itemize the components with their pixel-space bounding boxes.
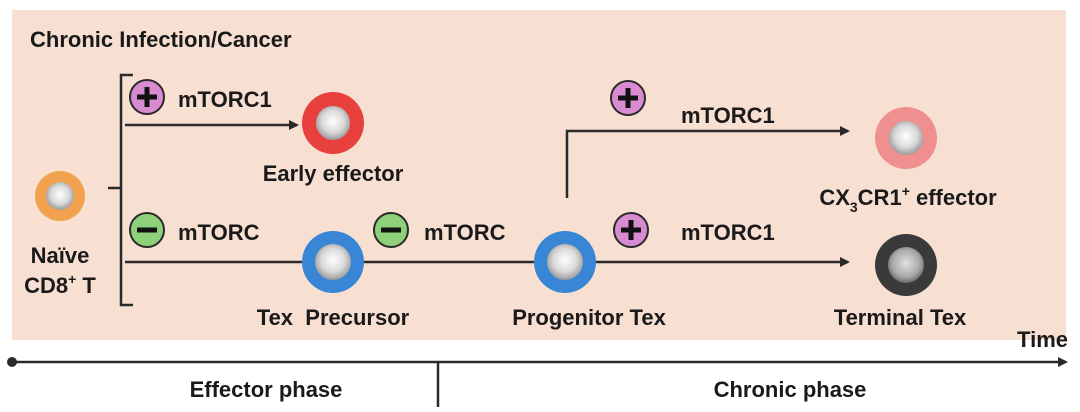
naive-label-cd8: CD8+ T: [24, 271, 96, 298]
mtorc-label-tex-precursor: mTORC: [178, 220, 260, 245]
naive-label: Naïve: [31, 243, 90, 268]
mtorc1-label-early-effector: mTORC1: [178, 87, 272, 112]
early-effector-cell: [302, 92, 364, 154]
cx3cr1-effector-cell: [875, 107, 937, 169]
plus-badge-cx3cr1: [610, 80, 646, 116]
effector-phase-label: Effector phase: [190, 377, 343, 402]
progenitor-tex-label: Progenitor Tex: [512, 305, 666, 330]
tex-precursor-label: Tex Precursor: [257, 305, 410, 330]
naive-cell: [35, 171, 85, 221]
plus-badge-early-effector: [129, 79, 165, 115]
tex-precursor-cell: [302, 231, 364, 293]
title: Chronic Infection/Cancer: [30, 27, 292, 52]
terminal-tex-label: Terminal Tex: [834, 305, 967, 330]
minus-badge-progenitor: [373, 212, 409, 248]
terminal-tex-cell: [875, 234, 937, 296]
progenitor-tex-cell: [534, 231, 596, 293]
mtorc1-label-cx3cr1: mTORC1: [681, 103, 775, 128]
branch-bracket: [108, 73, 133, 307]
mtorc-label-progenitor: mTORC: [424, 220, 506, 245]
cx3cr1-effector-label: CX3CR1+ effector: [819, 183, 997, 215]
chronic-phase-label: Chronic phase: [714, 377, 867, 402]
arrow-to-cx3cr1-effector: [565, 126, 850, 198]
time-axis-label: Time: [1017, 327, 1068, 352]
plus-badge-terminal: [613, 212, 649, 248]
early-effector-label: Early effector: [263, 161, 404, 186]
mtorc1-label-terminal: mTORC1: [681, 220, 775, 245]
minus-badge-tex-precursor: [129, 212, 165, 248]
